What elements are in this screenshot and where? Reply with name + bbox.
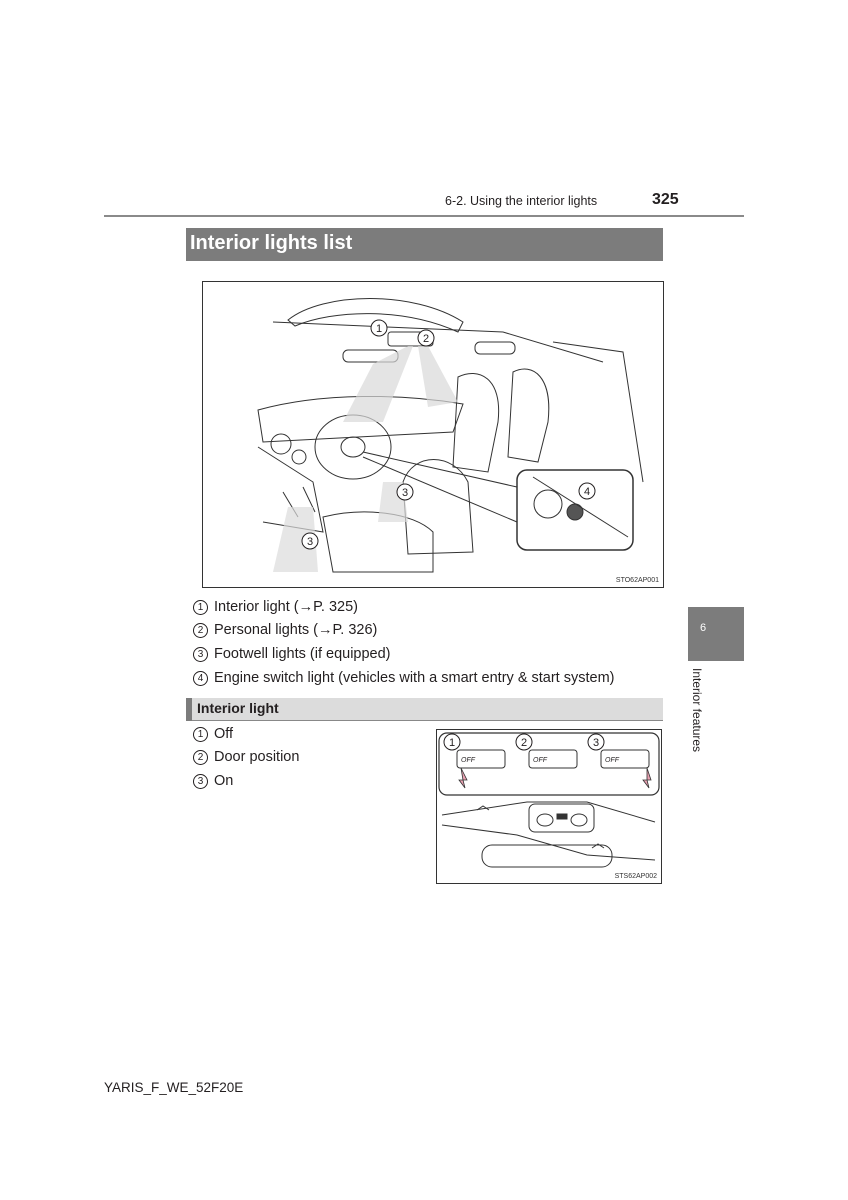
callout-1: 1 (376, 323, 382, 335)
item-number: 3 (193, 774, 208, 789)
callout-2: 2 (423, 333, 429, 345)
chapter-label: Interior features (690, 668, 704, 752)
item-text: Interior light (→P. 325) (214, 599, 358, 615)
page-title: Interior lights list (190, 232, 352, 255)
figure1-callouts: 1 2 3 3 4 (203, 282, 663, 587)
switch-off-label: OFF (533, 757, 548, 764)
interior-lights-illustration: 1 2 3 3 4 STO62AP001 (202, 281, 664, 588)
callout-3: 3 (593, 737, 599, 749)
item-number: 3 (193, 647, 208, 662)
list-item: 4 Engine switch light (vehicles with a sm… (193, 670, 615, 686)
list-item: 1 Off (193, 726, 233, 742)
item-text: On (214, 773, 233, 789)
switch-off-label: OFF (461, 757, 476, 764)
callout-2: 2 (521, 737, 527, 749)
switch-off-label: OFF (605, 757, 620, 764)
page-number: 325 (652, 191, 679, 209)
item-text: Engine switch light (vehicles with a sma… (214, 670, 615, 686)
figure2-code: STS62AP002 (615, 873, 657, 880)
list-item: 3 Footwell lights (if equipped) (193, 646, 391, 662)
callout-1: 1 (449, 737, 455, 749)
callout-4: 4 (584, 486, 590, 498)
interior-light-switch-illustration: OFF OFF OFF 1 2 3 STS62AP002 (436, 729, 662, 884)
header-section-title: 6-2. Using the interior lights (445, 194, 597, 208)
item-text: Personal lights (→P. 326) (214, 622, 377, 638)
chapter-tab (688, 607, 744, 661)
list-item: 2 Personal lights (→P. 326) (193, 622, 377, 638)
header-divider (104, 215, 744, 217)
footer-document-code: YARIS_F_WE_52F20E (104, 1080, 243, 1095)
item-number: 2 (193, 623, 208, 638)
list-item: 2 Door position (193, 749, 299, 765)
list-item: 1 Interior light (→P. 325) (193, 599, 358, 615)
callout-3-left: 3 (307, 536, 313, 548)
item-number: 2 (193, 750, 208, 765)
figure1-code: STO62AP001 (616, 577, 659, 584)
subsection-accent (186, 698, 192, 721)
subsection-title: Interior light (197, 700, 279, 716)
item-number: 1 (193, 727, 208, 742)
chapter-number: 6 (700, 622, 706, 634)
item-text: Footwell lights (if equipped) (214, 646, 391, 662)
item-number: 4 (193, 671, 208, 686)
callout-3-center: 3 (402, 487, 408, 499)
item-text: Door position (214, 749, 299, 765)
item-text: Off (214, 726, 233, 742)
switch-drawing: OFF OFF OFF 1 2 3 (437, 730, 661, 883)
item-number: 1 (193, 600, 208, 615)
list-item: 3 On (193, 773, 233, 789)
